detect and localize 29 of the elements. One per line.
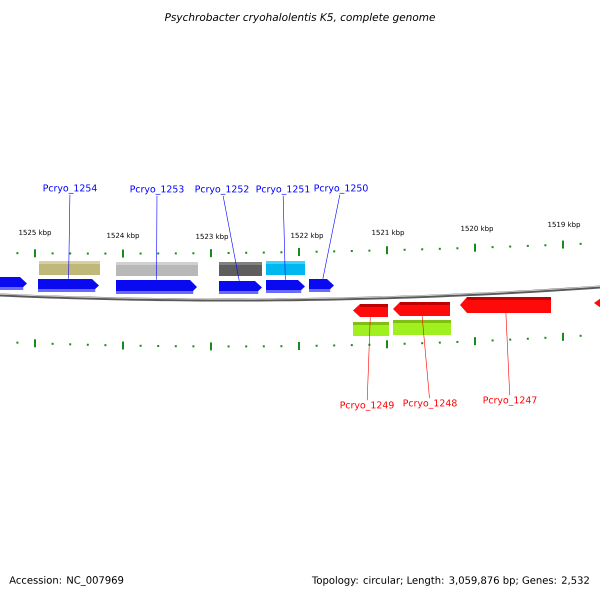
gene-feature bbox=[38, 279, 99, 292]
gene-label: Pcryo_1253 bbox=[130, 185, 184, 195]
gene-label: Pcryo_1250 bbox=[314, 184, 368, 194]
leader-line bbox=[506, 312, 510, 396]
gene-feature bbox=[594, 298, 600, 308]
gene-label: Pcryo_1249 bbox=[340, 401, 394, 411]
gene-label: Pcryo_1254 bbox=[44, 184, 97, 194]
gene-feature bbox=[393, 302, 450, 316]
leader-line bbox=[282, 196, 286, 280]
gene-feature bbox=[353, 304, 388, 317]
leader-line bbox=[422, 316, 430, 398]
leader-line bbox=[322, 194, 340, 280]
footer-text: Accession: NC_007969 bbox=[9, 576, 124, 586]
gene-label: Pcryo_1247 bbox=[484, 396, 537, 406]
leader-line bbox=[68, 194, 70, 280]
gene-feature bbox=[219, 281, 262, 294]
gene-label: Pcryo_1251 bbox=[256, 185, 310, 195]
gene-label: Pcryo_1248 bbox=[404, 399, 457, 409]
gene-feature bbox=[116, 280, 197, 294]
leader-line bbox=[222, 196, 240, 282]
leader-line bbox=[366, 316, 371, 400]
gene-feature bbox=[266, 280, 305, 293]
gene-feature bbox=[460, 297, 551, 313]
gene-feature bbox=[309, 279, 334, 292]
leader-line bbox=[156, 196, 158, 280]
gene-label: Pcryo_1252 bbox=[196, 185, 248, 195]
gene-feature bbox=[0, 277, 27, 290]
title: Psychrobacter cryohalolentis K5, complete genome bbox=[164, 12, 435, 24]
footer-text: Topology: circular; Length: 3,059,876 bp; Genes: 2,532 bbox=[312, 576, 589, 586]
